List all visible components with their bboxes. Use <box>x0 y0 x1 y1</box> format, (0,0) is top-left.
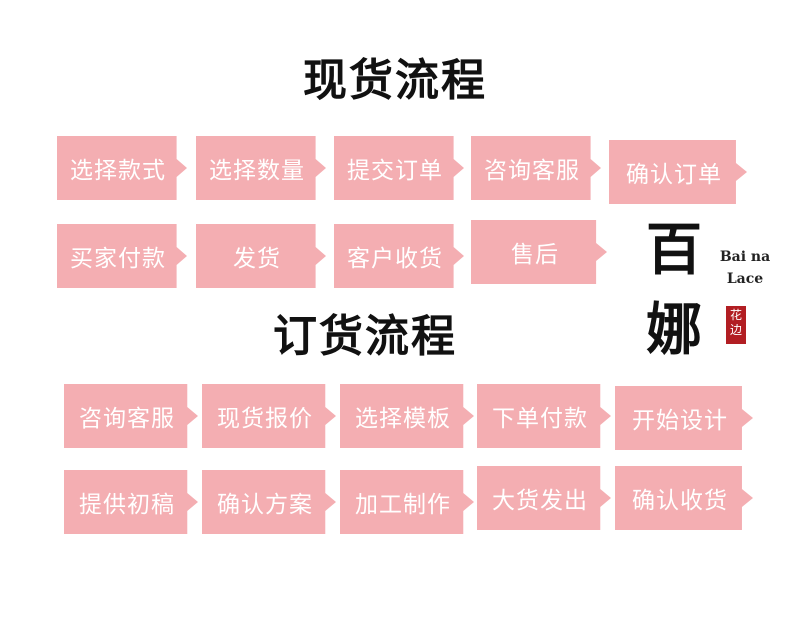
flow-step: 加工制作 <box>340 470 474 534</box>
flow-step: 确认收货 <box>615 466 753 530</box>
flow-step: 咨询客服 <box>64 384 198 448</box>
flow-step: 大货发出 <box>477 466 611 530</box>
brand-seal: 花 边 <box>726 306 746 344</box>
seal-char: 边 <box>729 323 742 337</box>
order-flow-row-1: 咨询客服 现货报价 选择模板 下单付款 开始设计 <box>0 384 790 450</box>
flow-step: 选择数量 <box>196 136 326 200</box>
flow-step: 选择款式 <box>57 136 187 200</box>
flow-step: 提供初稿 <box>64 470 198 534</box>
brand-char-bottom: 娜 <box>646 297 702 363</box>
flow-step: 选择模板 <box>340 384 474 448</box>
flow-step: 售后 <box>471 220 607 284</box>
spot-flow-row-1: 选择款式 选择数量 提交订单 咨询客服 确认订单 <box>0 136 790 204</box>
seal-char: 花 <box>729 308 742 322</box>
brand-logo: 百 娜 Bai na Lace 花 边 <box>640 222 780 372</box>
flow-step: 确认方案 <box>202 470 336 534</box>
flow-step: 发货 <box>196 224 326 288</box>
brand-english-line-2: Lace <box>726 271 764 287</box>
flow-step: 开始设计 <box>615 386 753 450</box>
spot-flow-row-2: 买家付款 发货 客户收货 售后 <box>0 220 790 288</box>
flow-step: 客户收货 <box>334 224 464 288</box>
brand-char-top: 百 <box>646 217 702 283</box>
order-flow-row-2: 提供初稿 确认方案 加工制作 大货发出 确认收货 <box>0 466 790 534</box>
order-flow-title: 订货流程 <box>273 311 457 362</box>
flow-step: 下单付款 <box>477 384 611 448</box>
flow-step: 买家付款 <box>57 224 187 288</box>
flow-step: 提交订单 <box>334 136 464 200</box>
flow-step: 咨询客服 <box>471 136 601 200</box>
flow-step: 确认订单 <box>609 140 747 204</box>
flow-step: 现货报价 <box>202 384 336 448</box>
brand-english-line-1: Bai na <box>719 249 771 265</box>
spot-flow-title: 现货流程 <box>303 55 487 106</box>
